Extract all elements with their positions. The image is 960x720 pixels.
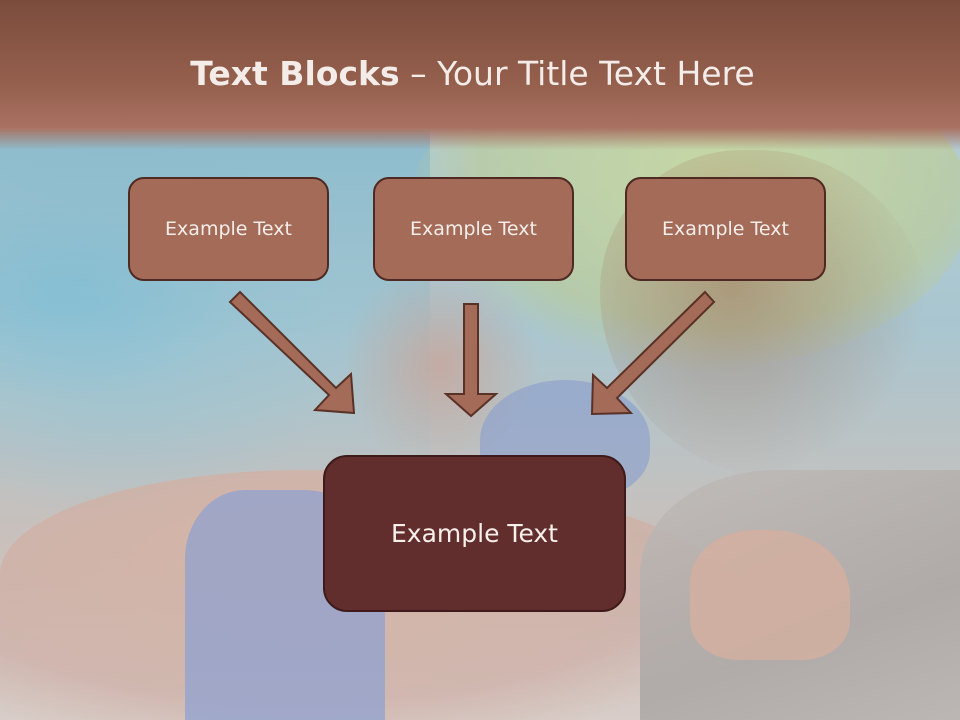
text-block-2[interactable]: Example Text	[373, 177, 574, 281]
text-block-1[interactable]: Example Text	[128, 177, 329, 281]
title-dash: –	[399, 54, 438, 93]
title-rest: Your Title Text Here	[437, 54, 755, 93]
text-block-3[interactable]: Example Text	[625, 177, 826, 281]
text-block-2-label: Example Text	[410, 218, 537, 240]
main-text-block-label: Example Text	[391, 519, 558, 548]
hand	[690, 530, 850, 660]
arrow-left[interactable]	[228, 290, 356, 415]
main-text-block[interactable]: Example Text	[323, 455, 626, 612]
arrow-center[interactable]	[443, 303, 499, 418]
text-block-1-label: Example Text	[165, 218, 292, 240]
title-banner	[0, 0, 960, 150]
arrow-right[interactable]	[590, 290, 716, 416]
text-block-3-label: Example Text	[662, 218, 789, 240]
title-bold-part: Text Blocks	[190, 54, 400, 93]
slide-title[interactable]: Text Blocks – Your Title Text Here	[0, 54, 945, 93]
